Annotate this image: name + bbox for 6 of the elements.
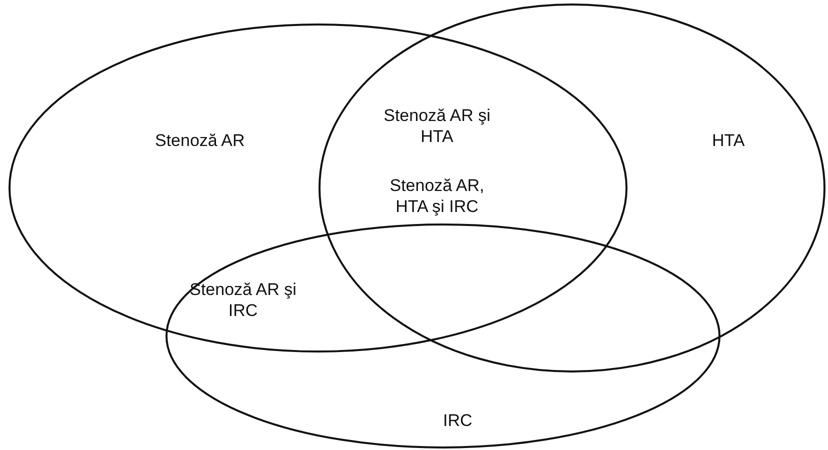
set-label: HTA (712, 130, 745, 151)
intersection-label: Stenoză AR şi HTA (383, 105, 491, 147)
set-label: IRC (443, 410, 472, 431)
set-label: Stenoză AR (155, 130, 245, 151)
intersection-label: Stenoză AR, HTA şi IRC (388, 175, 486, 217)
intersection-label: Stenoză AR şi IRC (189, 279, 297, 321)
